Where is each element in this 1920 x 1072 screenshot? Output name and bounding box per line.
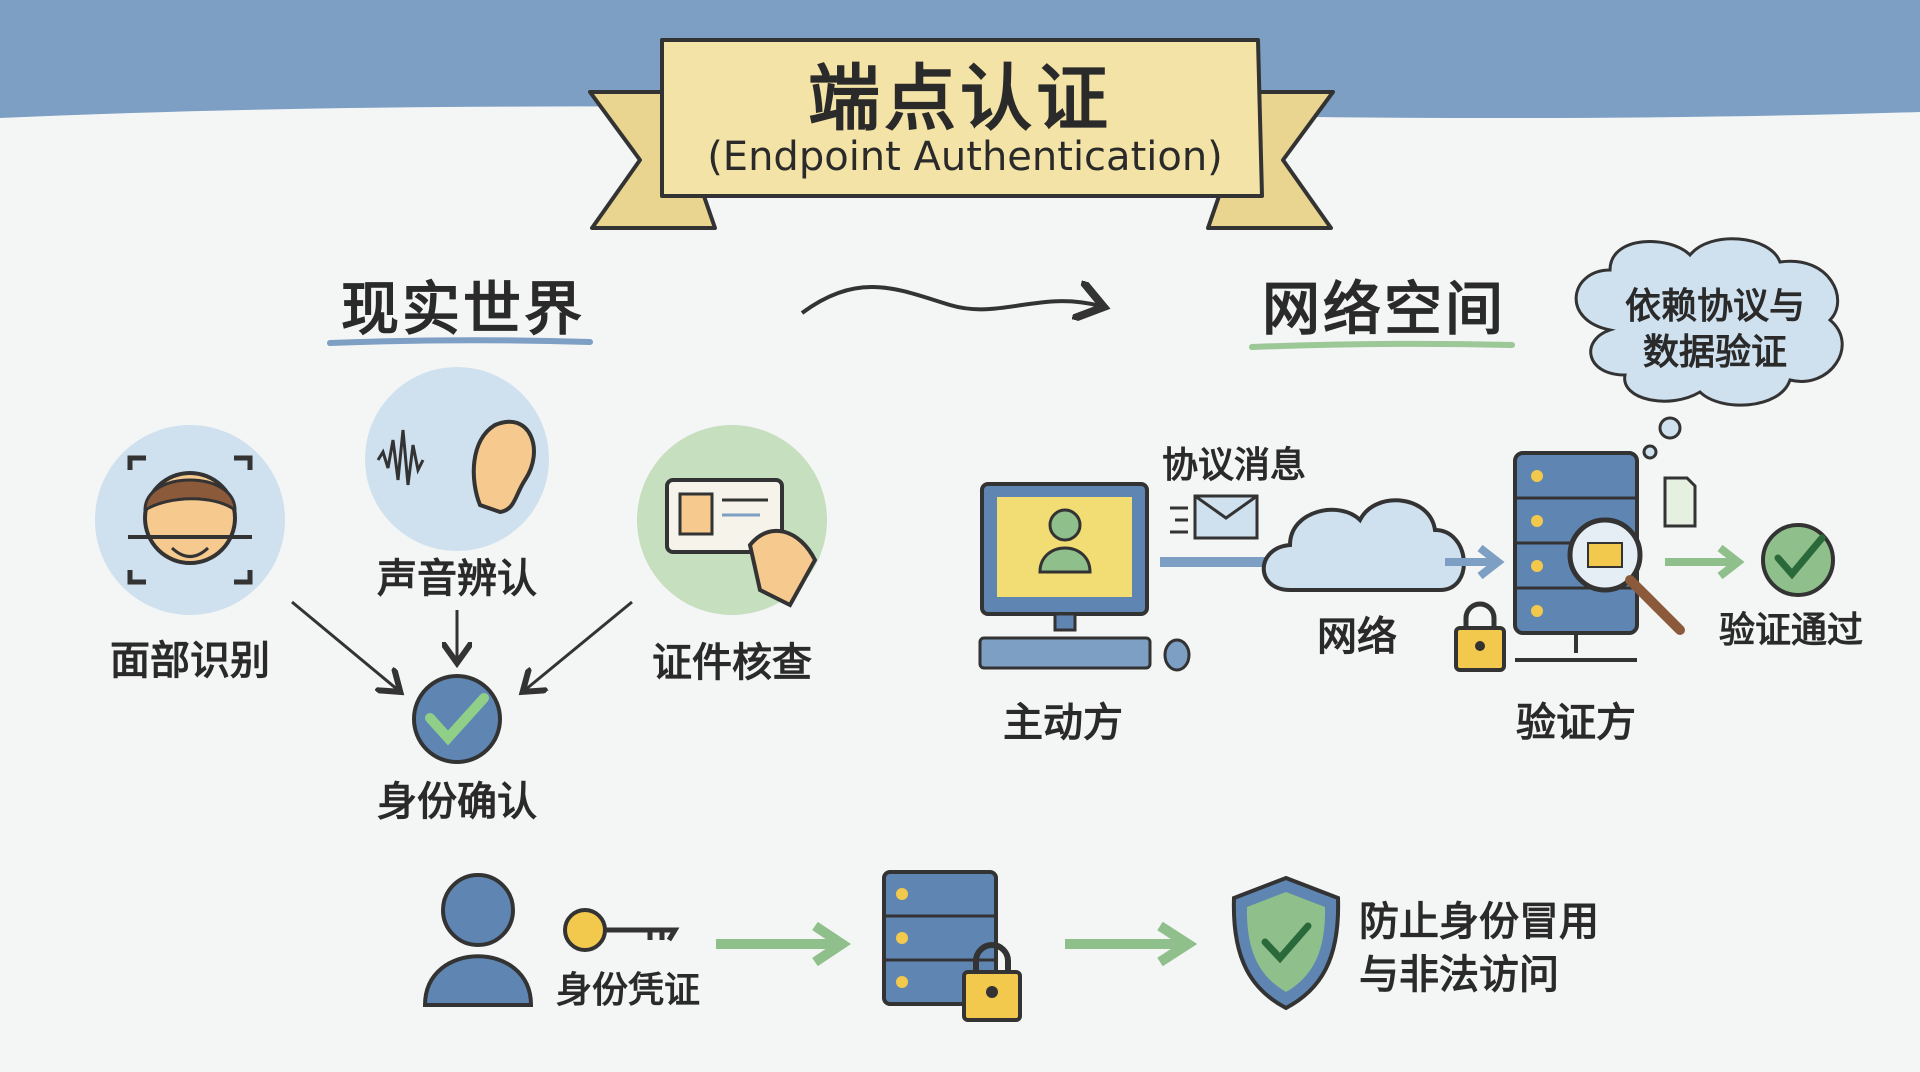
banner-title: 端点认证 bbox=[807, 56, 1113, 141]
banner-subtitle: (Endpoint Authentication) bbox=[707, 134, 1223, 180]
arrows-to-identity bbox=[291, 600, 633, 690]
cyberspace-heading: 网络空间 bbox=[1261, 275, 1507, 343]
protection-arrow bbox=[1065, 921, 1198, 967]
verification-passed-label: 验证通过 bbox=[1718, 610, 1864, 651]
lock-icon bbox=[1454, 601, 1506, 672]
thought-bubble-text: 依赖协议与 数据验证 bbox=[1625, 284, 1805, 376]
voice-recognition-icon bbox=[365, 367, 549, 551]
verifier-label: 验证方 bbox=[1516, 700, 1636, 746]
identity-confirmed-label: 身份确认 bbox=[377, 779, 537, 825]
network-label: 网络 bbox=[1317, 614, 1397, 660]
verifier-server-icon bbox=[1513, 451, 1697, 662]
id-card-check-icon bbox=[637, 425, 827, 615]
bottom-lock-icon bbox=[962, 942, 1022, 1022]
outcome-line-1: 防止身份冒用 bbox=[1359, 899, 1599, 945]
key-icon bbox=[563, 908, 680, 952]
network-to-server-arrow bbox=[1445, 544, 1505, 580]
credential-arrow bbox=[716, 921, 852, 967]
initiator-computer-icon bbox=[978, 482, 1191, 672]
title-banner bbox=[588, 38, 1335, 230]
message-envelope-icon bbox=[1170, 494, 1259, 540]
security-shield-icon bbox=[1231, 875, 1341, 1011]
verification-passed-check-icon bbox=[1761, 523, 1835, 597]
thought-line-2: 数据验证 bbox=[1642, 332, 1788, 373]
thought-bubble-cloud bbox=[1574, 237, 1844, 460]
network-cloud-icon bbox=[1261, 498, 1466, 592]
id-check-label: 证件核查 bbox=[652, 640, 812, 686]
initiator-label: 主动方 bbox=[1003, 700, 1123, 746]
real-world-underline bbox=[327, 337, 593, 346]
protocol-message-label: 协议消息 bbox=[1161, 445, 1307, 486]
thought-line-1: 依赖协议与 bbox=[1624, 286, 1806, 327]
cyberspace-underline bbox=[1249, 340, 1515, 350]
real-world-heading: 现实世界 bbox=[340, 275, 586, 343]
outcome-line-2: 与非法访问 bbox=[1359, 952, 1559, 998]
user-person-icon bbox=[422, 873, 534, 1007]
face-recognition-label: 面部识别 bbox=[110, 638, 270, 684]
identity-confirmed-check-icon bbox=[412, 674, 502, 764]
credential-label: 身份凭证 bbox=[555, 970, 701, 1011]
face-recognition-icon bbox=[95, 425, 285, 615]
voice-recognition-label: 声音辨认 bbox=[377, 556, 537, 602]
wavy-arrow bbox=[800, 287, 1100, 313]
verified-arrow bbox=[1665, 544, 1745, 580]
